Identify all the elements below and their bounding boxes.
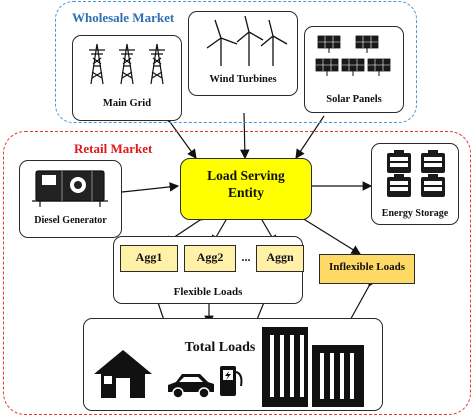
main-grid-box: Main Grid — [72, 35, 182, 121]
main-grid-label: Main Grid — [102, 98, 152, 109]
aggn-box — [256, 245, 304, 272]
arrow-diesel-lse — [121, 182, 180, 193]
arrow-wind-lse — [240, 112, 250, 160]
house-icon — [94, 350, 152, 398]
wind-turbines-label: Wind Turbines — [209, 74, 277, 85]
building-icon — [262, 327, 364, 407]
retail-market-region — [3, 131, 471, 415]
agg1-label: Agg1 — [135, 250, 163, 264]
load-serving-entity-box — [180, 158, 312, 220]
solar-panel-icon — [315, 35, 391, 76]
agg-ellipsis: ... — [241, 250, 251, 264]
diesel-generator-label: Diesel Generator — [34, 215, 107, 226]
inflexible-loads-label: Inflexible Loads — [328, 261, 406, 273]
retail-market-title: Retail Market — [74, 141, 153, 156]
arrow-solar-lse — [295, 115, 325, 159]
wholesale-market-region — [55, 1, 417, 123]
total-loads-label: Total Loads — [184, 340, 256, 355]
inflexible-loads-box — [319, 254, 415, 284]
arrow-lse-inflexible — [301, 217, 362, 255]
wind-turbine-icon — [206, 16, 288, 66]
agg1-box — [120, 245, 178, 272]
diesel-generator-box: Diesel Generator — [19, 160, 122, 238]
wind-turbines-box: Wind Turbines — [188, 11, 298, 96]
arrow-grid-lse — [161, 112, 197, 159]
charger-icon — [220, 366, 243, 396]
solar-panels-box: Solar Panels — [304, 26, 404, 113]
agg2-label: Agg2 — [196, 250, 224, 264]
energy-storage-label: Energy Storage — [381, 208, 449, 219]
wholesale-market-title: Wholesale Market — [72, 10, 175, 25]
solar-panels-label: Solar Panels — [326, 94, 382, 105]
aggn-label: Aggn — [266, 250, 294, 264]
agg2-box — [184, 245, 236, 272]
generator-icon — [32, 170, 108, 207]
flexible-loads-label: Flexible Loads — [173, 286, 243, 298]
car-icon — [168, 374, 214, 399]
lse-label-line2: Entity — [227, 185, 264, 200]
energy-storage-box: Energy Storage — [371, 143, 459, 225]
pylon-icon — [89, 43, 165, 85]
lse-label-line1: Load Serving — [207, 168, 285, 183]
battery-icon — [387, 150, 445, 197]
